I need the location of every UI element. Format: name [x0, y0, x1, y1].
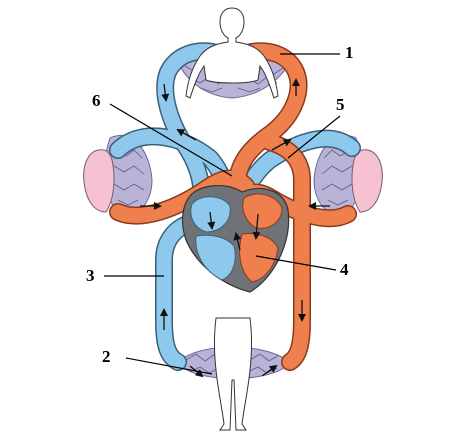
flow-arrow — [176, 129, 197, 141]
callout-2: 2 — [102, 347, 213, 375]
flow-arrows — [140, 78, 330, 378]
label-6: 6 — [92, 91, 101, 110]
right-lung — [351, 149, 383, 213]
flow-arrow — [261, 364, 278, 377]
flow-arrow — [271, 139, 292, 151]
flow-arrow — [207, 211, 216, 230]
heart — [181, 185, 290, 293]
flow-arrow — [252, 213, 261, 240]
left-lung — [83, 149, 115, 213]
label-4: 4 — [340, 260, 349, 279]
callout-4: 4 — [255, 255, 349, 279]
left-atrium — [242, 193, 283, 229]
callout-3: 3 — [86, 266, 164, 285]
right-ventricle — [195, 234, 236, 281]
callout-5: 5 — [287, 95, 345, 159]
label-3: 3 — [86, 266, 95, 285]
left-ventricle — [239, 233, 279, 283]
label-1: 1 — [345, 43, 354, 62]
callout-6: 6 — [92, 91, 233, 177]
flow-arrow — [161, 83, 170, 102]
label-2: 2 — [102, 347, 111, 366]
label-5: 5 — [336, 95, 345, 114]
flow-arrow — [233, 232, 242, 251]
upper-body-figure — [185, 7, 279, 99]
callout-1: 1 — [280, 43, 354, 62]
lower-body-figure — [214, 317, 252, 431]
